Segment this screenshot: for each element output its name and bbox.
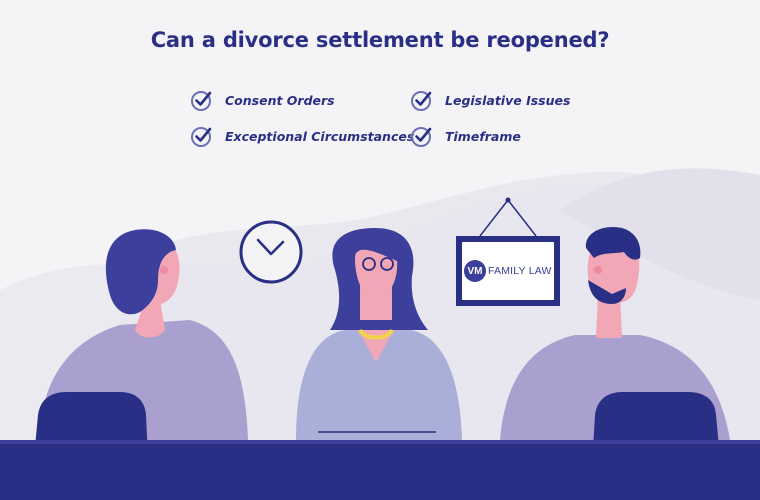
- checklist-item: Consent Orders: [190, 88, 335, 112]
- checklist: Consent Orders Legislative Issues Except…: [190, 88, 590, 158]
- checklist-label: Consent Orders: [225, 92, 335, 108]
- page-title: Can a divorce settlement be reopened?: [150, 28, 610, 52]
- checklist-item: Timeframe: [410, 124, 521, 148]
- checklist-item: Legislative Issues: [410, 88, 570, 112]
- logo-text: FAMILY LAW: [488, 265, 552, 277]
- law-firm-logo: VM FAMILY LAW: [464, 259, 554, 283]
- desk: [0, 440, 760, 500]
- check-circle-icon: [411, 127, 432, 147]
- checklist-label: Exceptional Circumstances: [225, 128, 415, 144]
- clock-icon: [239, 220, 303, 284]
- law-firm-sign: [456, 197, 560, 306]
- check-circle-icon: [191, 91, 212, 111]
- check-circle-icon: [191, 127, 212, 147]
- check-circle-icon: [411, 91, 432, 111]
- logo-monogram: VM: [464, 260, 486, 282]
- checklist-item: Exceptional Circumstances: [190, 124, 414, 148]
- background-wave-3: [560, 168, 760, 300]
- lawyer-woman-center: [296, 228, 462, 440]
- checklist-label: Timeframe: [445, 128, 521, 144]
- checklist-label: Legislative Issues: [445, 92, 571, 108]
